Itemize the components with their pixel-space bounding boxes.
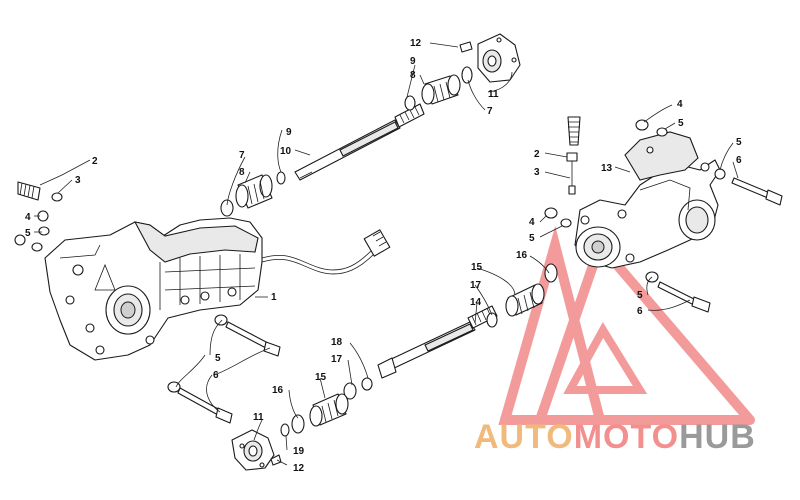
callout-19: 19: [293, 446, 305, 457]
watermark-moto: MOTO: [574, 418, 679, 456]
watermark-hub: HUB: [679, 418, 756, 456]
callout-4: 4: [529, 217, 535, 228]
callout-17: 17: [331, 354, 343, 365]
callout-4: 4: [25, 212, 31, 223]
callout-8: 8: [410, 70, 416, 81]
callout-labels: 1 2 3 4 5 5 6 7 8 9 10 12 9 8 11 7 4 5 5…: [25, 38, 742, 474]
callout-6: 6: [637, 306, 643, 317]
callout-5: 5: [637, 290, 643, 301]
callout-16: 16: [272, 385, 284, 396]
callout-6: 6: [736, 155, 742, 166]
callout-5: 5: [736, 137, 742, 148]
upper-flange-cover: [459, 33, 521, 83]
callout-5: 5: [678, 118, 684, 129]
callout-4: 4: [677, 99, 683, 110]
watermark-auto: AUTO: [474, 418, 574, 456]
callout-8: 8: [239, 167, 245, 178]
callout-11: 11: [488, 89, 499, 100]
callout-6: 6: [213, 370, 219, 381]
left-bolts: [167, 314, 281, 424]
callout-15: 15: [471, 262, 483, 273]
callout-18: 18: [331, 337, 343, 348]
callout-5: 5: [215, 353, 221, 364]
callout-10: 10: [280, 146, 292, 157]
callout-14: 14: [470, 297, 482, 308]
watermark-logo: [498, 225, 755, 425]
callout-1: 1: [271, 292, 277, 303]
lower-left-boot-set: [280, 377, 373, 437]
callout-12: 12: [293, 463, 305, 474]
callout-13: 13: [601, 163, 613, 174]
callout-9: 9: [410, 56, 416, 67]
right-differential-housing: [574, 131, 721, 269]
upper-drive-shaft: [294, 103, 425, 181]
callout-9: 9: [286, 127, 292, 138]
lower-right-boot-set: [486, 263, 558, 328]
lower-drive-shaft: [377, 305, 498, 379]
leader-lines: [34, 42, 739, 466]
callout-5: 5: [529, 233, 535, 244]
callout-3: 3: [534, 167, 540, 178]
upper-left-boot-set: [220, 171, 286, 217]
callout-3: 3: [75, 175, 81, 186]
callout-2: 2: [92, 156, 98, 167]
callout-16: 16: [516, 250, 528, 261]
watermark-wordmark: AUTOMOTOHUB: [474, 418, 756, 456]
callout-7: 7: [239, 150, 245, 161]
upper-right-boot-set: [404, 66, 473, 111]
right-vent-spring: [566, 116, 581, 195]
callout-17: 17: [470, 280, 482, 291]
callout-7: 7: [487, 106, 493, 117]
callout-11: 11: [253, 412, 264, 423]
left-gearcase-housing: [44, 217, 391, 361]
left-vent-spring: [14, 181, 63, 252]
svg-text:AUTOMOTOHUB: AUTOMOTOHUB: [474, 418, 756, 456]
callout-5: 5: [25, 228, 31, 239]
callout-2: 2: [534, 149, 540, 160]
callout-15: 15: [315, 372, 327, 383]
lower-flange-cover: [231, 429, 282, 471]
callout-12: 12: [410, 38, 422, 49]
